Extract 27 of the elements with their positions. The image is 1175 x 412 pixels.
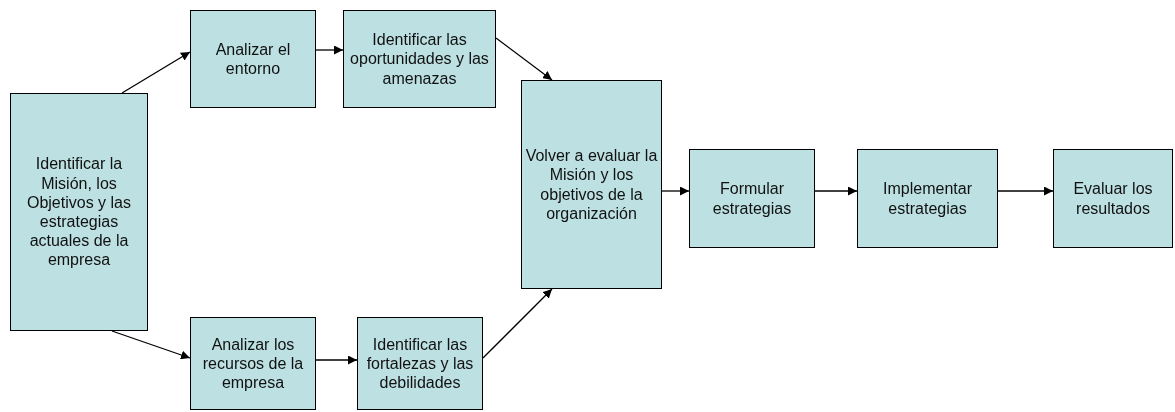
box-label: Formular estrategias [711, 179, 793, 218]
arrow [814, 186, 858, 196]
arrow [997, 186, 1054, 196]
box-label: Volver a evaluar la Misión y los objetivos de la organización [525, 146, 658, 223]
box-label: Analizar los recursos de la empresa [201, 334, 305, 393]
arrow [315, 45, 344, 55]
arrow [121, 51, 191, 94]
arrow [495, 37, 553, 81]
box-label: Evaluar los resultados [1072, 179, 1154, 218]
arrow [661, 186, 690, 196]
process-box [857, 149, 998, 248]
process-box [521, 80, 662, 289]
process-box [190, 317, 316, 410]
box-label: Analizar el entorno [214, 39, 292, 79]
arrow [482, 288, 553, 359]
process-box [357, 317, 483, 410]
process-box [343, 10, 496, 108]
box-label: Identificar la Misión, los Objetivos y las estrategias actuales de la empresa [25, 154, 132, 270]
process-box [689, 149, 815, 248]
arrow [111, 330, 191, 360]
process-box [190, 10, 316, 108]
box-label: Identificar las oportunidades y las amenazas [349, 30, 490, 88]
arrow [315, 355, 358, 365]
box-label: Identificar las fortalezas y las debilidades [365, 334, 475, 393]
process-box [10, 93, 148, 331]
box-label: Implementar estrategias [882, 179, 973, 218]
process-box [1053, 149, 1173, 248]
